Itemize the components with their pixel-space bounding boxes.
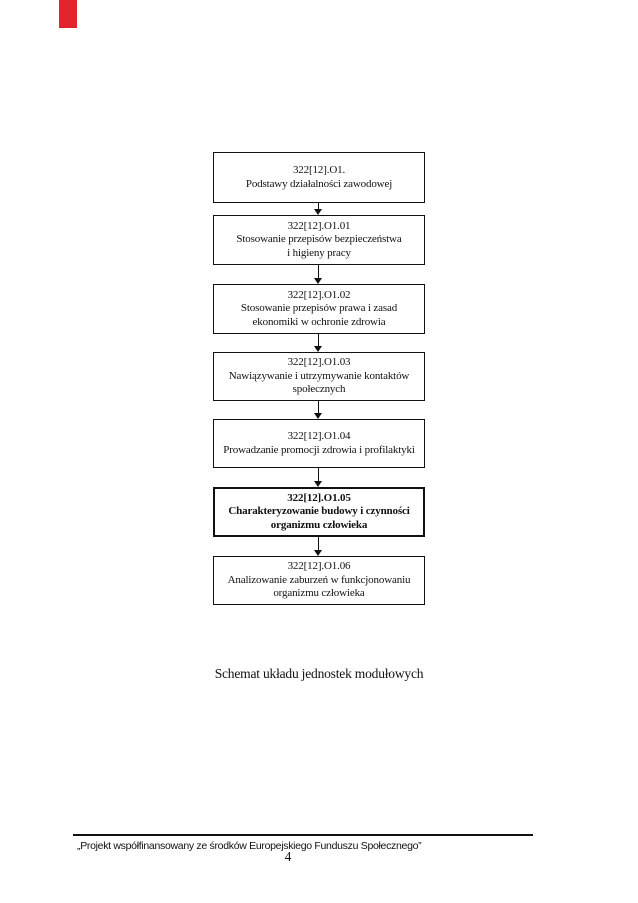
- module-code: 322[12].O1.: [292, 164, 346, 177]
- module-code: 322[12].O1.05: [287, 491, 351, 504]
- flow-box-o1-02: 322[12].O1.02 Stosowanie przepisów prawa…: [213, 284, 425, 334]
- flow-arrow-down-icon: [314, 468, 323, 487]
- flow-box-o1: 322[12].O1. Podstawy działalności zawodo…: [213, 152, 425, 203]
- flow-arrow-down-icon: [314, 203, 323, 215]
- flow-box-o1-01: 322[12].O1.01 Stosowanie przepisów bezpi…: [213, 215, 425, 265]
- flow-box-o1-06: 322[12].O1.06 Analizowanie zaburzeń w fu…: [213, 556, 425, 605]
- footer-funding-note: „Projekt współfinansowany ze środków Eur…: [77, 840, 422, 852]
- flow-arrow-down-icon: [314, 537, 323, 556]
- module-code: 322[12].O1.02: [287, 288, 351, 301]
- module-label: Analizowanie zaburzeń w funkcjonowaniu o…: [227, 573, 411, 600]
- module-label: Prowadzanie promocji zdrowia i profilakt…: [223, 443, 415, 456]
- flow-box-o1-03: 322[12].O1.03 Nawiązywanie i utrzymywani…: [213, 352, 425, 401]
- module-code: 322[12].O1.03: [287, 356, 351, 369]
- flow-arrow-down-icon: [314, 334, 323, 352]
- footer-divider: [73, 834, 533, 836]
- diagram-caption: Schemat układu jednostek modułowych: [214, 666, 424, 681]
- page-number: 4: [284, 849, 292, 864]
- module-code: 322[12].O1.04: [287, 430, 351, 443]
- flow-box-o1-05-highlighted: 322[12].O1.05 Charakteryzowanie budowy i…: [213, 487, 425, 537]
- red-marker: [59, 0, 77, 28]
- module-code: 322[12].O1.06: [287, 560, 351, 573]
- module-label: Podstawy działalności zawodowej: [245, 177, 393, 190]
- module-code: 322[12].O1.01: [287, 219, 351, 232]
- flow-arrow-down-icon: [314, 265, 323, 284]
- module-label: Nawiązywanie i utrzymywanie kontaktów sp…: [228, 369, 410, 396]
- flow-box-o1-04: 322[12].O1.04 Prowadzanie promocji zdrow…: [213, 419, 425, 468]
- module-label: Stosowanie przepisów bezpieczeństwa i hi…: [236, 233, 402, 259]
- flow-arrow-down-icon: [314, 401, 323, 419]
- module-label: Stosowanie przepisów prawa i zasad ekono…: [240, 302, 398, 328]
- module-label: Charakteryzowanie budowy i czynności org…: [228, 505, 410, 531]
